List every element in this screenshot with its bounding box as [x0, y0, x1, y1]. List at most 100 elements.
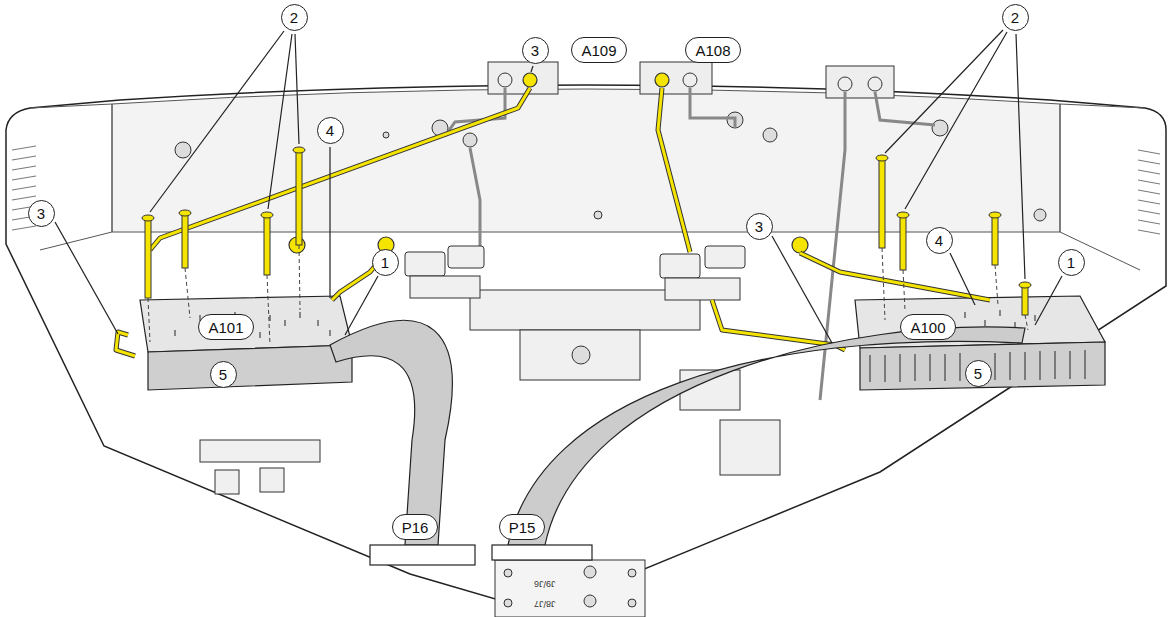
callout-number: 2 [1002, 4, 1029, 31]
semi-rigid-cable [690, 88, 735, 128]
part-label: A108 [685, 37, 740, 63]
bracket [520, 330, 640, 380]
board-marking: J9/J6 [534, 579, 556, 588]
board-screw [628, 599, 636, 607]
circuit-board [495, 560, 645, 617]
rf-connector [932, 120, 948, 136]
semi-rigid-cable [470, 148, 480, 250]
side-panel [30, 104, 112, 250]
leader-line [950, 253, 975, 305]
callout-number: 5 [210, 361, 237, 388]
rear-panel [112, 89, 1060, 232]
rf-connector [655, 73, 669, 87]
screw [876, 155, 888, 161]
module-a100 [860, 342, 1105, 390]
header-connector [370, 545, 475, 565]
module-a101 [148, 345, 352, 390]
rf-connector [1034, 209, 1046, 221]
component [720, 420, 780, 475]
leader-line [772, 236, 832, 343]
screw [142, 215, 154, 221]
leader-line [531, 66, 533, 72]
relay [405, 252, 445, 276]
screw [879, 158, 885, 248]
rf-connector [463, 133, 477, 147]
cable-outline [712, 300, 845, 350]
semi-rigid-cable [712, 300, 845, 350]
screw [293, 147, 305, 153]
relay-mount [410, 276, 480, 298]
semi-rigid-cable [150, 88, 530, 250]
callout-number: 3 [522, 37, 549, 64]
screw [261, 212, 273, 218]
board-screw [504, 599, 512, 607]
cable-outline [150, 88, 530, 250]
screw [1022, 285, 1028, 315]
component [200, 440, 320, 462]
rf-connector [763, 128, 777, 142]
component [260, 468, 284, 492]
vent [1138, 150, 1160, 234]
callout-number: 1 [372, 249, 399, 276]
screw [296, 150, 302, 245]
callout-number: 4 [317, 117, 344, 144]
screw [992, 215, 998, 265]
rf-connector [838, 77, 852, 91]
leader-line [345, 276, 378, 335]
screw [179, 210, 191, 216]
callout-number: 5 [965, 360, 992, 387]
part-label: A100 [900, 314, 955, 340]
leader-line [329, 147, 330, 298]
part-label: A109 [571, 37, 626, 63]
callout-number: 3 [746, 213, 773, 240]
callout-number: 1 [1058, 249, 1085, 276]
board-screw [504, 569, 512, 577]
rf-connector [584, 566, 596, 578]
rf-connector [792, 237, 808, 253]
rf-connector [572, 346, 590, 364]
rf-connector [498, 73, 512, 87]
leader-line [1035, 276, 1062, 325]
switch-block [640, 62, 712, 94]
rf-connector [584, 595, 596, 607]
rf-connector [175, 142, 191, 158]
switch-block [488, 62, 558, 94]
callout-number: 2 [281, 4, 308, 31]
leader-line [55, 222, 118, 334]
callout-number: 4 [926, 227, 953, 254]
component [215, 470, 239, 494]
semi-rigid-cable [820, 92, 845, 400]
screw [145, 218, 151, 298]
panel-stud [594, 211, 602, 219]
relay [705, 246, 745, 268]
switch-block [826, 66, 894, 98]
callout-number: 3 [28, 200, 55, 227]
cable-outline [116, 332, 135, 356]
screw [1019, 282, 1031, 288]
relay [448, 246, 484, 268]
alignment-line [148, 245, 300, 345]
rf-connector [683, 73, 697, 87]
header-connector [492, 545, 592, 560]
leader-line [885, 30, 1025, 279]
connector-label: P16 [392, 514, 439, 540]
cable-outline [658, 88, 690, 252]
leader-line [150, 31, 299, 212]
screw [900, 215, 906, 270]
relay [660, 254, 700, 278]
screw [264, 215, 270, 275]
panel-stud [383, 132, 389, 138]
ribbon-cable [508, 327, 1025, 545]
part-label: A101 [198, 314, 253, 340]
semi-rigid-cable [116, 332, 135, 356]
relay-mount [665, 278, 740, 300]
rf-connector [868, 77, 882, 91]
semi-rigid-cable [658, 88, 690, 252]
ribbon-cable [330, 320, 452, 545]
module-a101 [140, 296, 352, 352]
board-marking: J8/J7 [534, 599, 556, 608]
connector-label: P15 [499, 514, 546, 540]
board-screw [628, 569, 636, 577]
